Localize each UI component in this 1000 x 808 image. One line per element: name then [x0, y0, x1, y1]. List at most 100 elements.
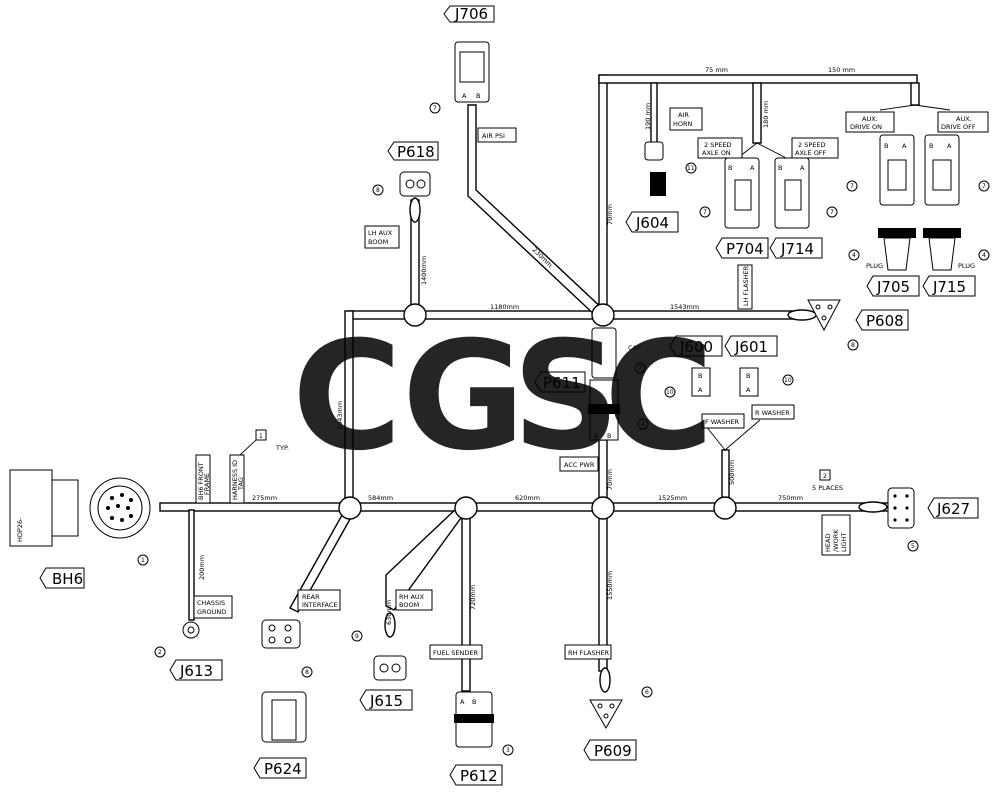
svg-text:P618: P618 [397, 143, 435, 161]
two-speed-fan [734, 142, 791, 161]
svg-text:J604: J604 [635, 214, 669, 232]
callout-4: 4 [978, 249, 990, 261]
tag-j714: J714 [769, 237, 823, 259]
svg-text:4: 4 [982, 252, 986, 259]
rh-flasher-label: RH FLASHER [568, 649, 610, 657]
two-speed-off-label-2: AXLE OFF [795, 149, 827, 157]
svg-text:11: 11 [687, 165, 695, 172]
svg-text:7: 7 [433, 105, 437, 112]
tag-j627: J627 [927, 497, 979, 519]
p609-connector-icon [589, 699, 623, 730]
j627-connector-icon [887, 487, 915, 529]
bh6-connector-icon: HDP26- [9, 469, 151, 547]
svg-text:J615: J615 [369, 692, 403, 710]
svg-text:7: 7 [703, 209, 707, 216]
tag-p608: P608 [855, 309, 909, 331]
callout-7: 7 [846, 180, 858, 192]
lh-aux-boom-label-1: LH AUX [368, 229, 393, 237]
watermark-letter-g: G [402, 310, 525, 484]
watermark-letter-c1: C [292, 310, 402, 484]
head-work-light-label-3: LIGHT [840, 533, 848, 552]
pin-b: B [476, 92, 480, 100]
r-washer-connector-icon: B A [739, 367, 759, 397]
dim-180: 180 mm [762, 101, 770, 128]
p704-connector-icon: B A [724, 157, 760, 229]
svg-text:J705: J705 [876, 278, 910, 296]
j604-connector-icon [644, 141, 666, 196]
bh6-part-number: HDP26- [16, 517, 24, 542]
dim-1180: 1180mm [490, 303, 519, 311]
p624-connector-icon [261, 691, 307, 743]
tag-p612: P612 [449, 764, 503, 786]
rear-interface-connector-icon [261, 619, 301, 649]
rh-flasher-end [599, 667, 611, 693]
tag-j705: J705 [866, 275, 920, 297]
watermark-letter-c2: C [604, 310, 714, 484]
callout-6: 6 [641, 686, 653, 698]
pin-b: B [607, 432, 611, 440]
callout-4: 4 [848, 249, 860, 261]
note-box-2: 2 [823, 473, 827, 480]
callout-10: 10 [664, 386, 676, 398]
dim-630: 630mm [385, 600, 393, 625]
svg-text:P609: P609 [594, 742, 632, 760]
tag-p624: P624 [253, 757, 307, 779]
watermark-logo: C G S C [292, 310, 714, 484]
dim-750: 750mm [778, 494, 803, 502]
dim-720: 720mm [469, 585, 477, 610]
pin-a: A [462, 92, 467, 100]
junction-node [591, 496, 615, 520]
dim-620: 620mm [515, 494, 540, 502]
pin-a: A [698, 386, 703, 394]
head-work-light-label-1: HEAD [824, 534, 832, 552]
pin-a: A [460, 698, 465, 706]
tag-p704: P704 [715, 237, 769, 259]
svg-text:7: 7 [638, 365, 642, 372]
main-trunk [159, 502, 891, 512]
dim-150: 150 mm [828, 66, 855, 74]
svg-text:J601: J601 [734, 338, 768, 356]
dim-190: 190 mm [644, 103, 652, 130]
p608-connector-icon [807, 299, 841, 332]
rh-aux-boom-label-1: RH AUX [399, 593, 425, 601]
callout-5: 5 [907, 540, 919, 552]
chassis-ground-branch [188, 509, 195, 621]
f-washer-connector-icon: B A [691, 367, 711, 397]
svg-text:P624: P624 [264, 760, 302, 778]
svg-text:P611: P611 [543, 374, 581, 392]
pin-a: A [947, 142, 952, 150]
pin-b: B [929, 142, 933, 150]
two-speed-on-label-1: 2 SPEED [704, 141, 731, 149]
five-places-label: 5 PLACES [812, 484, 843, 492]
aux-drive-fan [879, 104, 951, 111]
bh6-front-frame-label-1: BH6 FRONT [197, 462, 205, 500]
dim-70a: 70mm [606, 204, 614, 225]
aux-drive-on-label-1: AUX. [862, 115, 878, 123]
dim-1043: 1043mm [336, 401, 344, 430]
callout-8: 8 [372, 184, 384, 196]
j714-connector-icon: B A [774, 157, 810, 229]
head-work-light-label-2: /WORK [832, 529, 840, 552]
cap-label: CAP [628, 344, 641, 352]
lh-flasher-end [787, 309, 817, 321]
junction-node [338, 496, 362, 520]
svg-text:4: 4 [641, 421, 645, 428]
tag-p609: P609 [583, 739, 637, 761]
dim-584: 584mm [368, 494, 393, 502]
top-trunk [598, 74, 918, 84]
callout-8: 8 [301, 666, 313, 678]
p618-connector-icon [399, 171, 431, 197]
callout-7: 7 [826, 206, 838, 218]
callout-10: 10 [782, 374, 794, 386]
svg-text:2: 2 [158, 649, 162, 656]
svg-text:1: 1 [141, 557, 145, 564]
svg-text:7: 7 [982, 183, 986, 190]
svg-text:J627: J627 [936, 500, 970, 518]
watermark-letter-s: S [512, 310, 620, 484]
lh-flasher-label: LH FLASHER [742, 265, 750, 306]
dim-75: 75 mm [705, 66, 728, 74]
svg-text:10: 10 [666, 389, 674, 396]
tag-j613: J613 [169, 659, 223, 681]
tag-j600: J600 [669, 335, 723, 357]
two-speed-off-label-1: 2 SPEED [798, 141, 825, 149]
